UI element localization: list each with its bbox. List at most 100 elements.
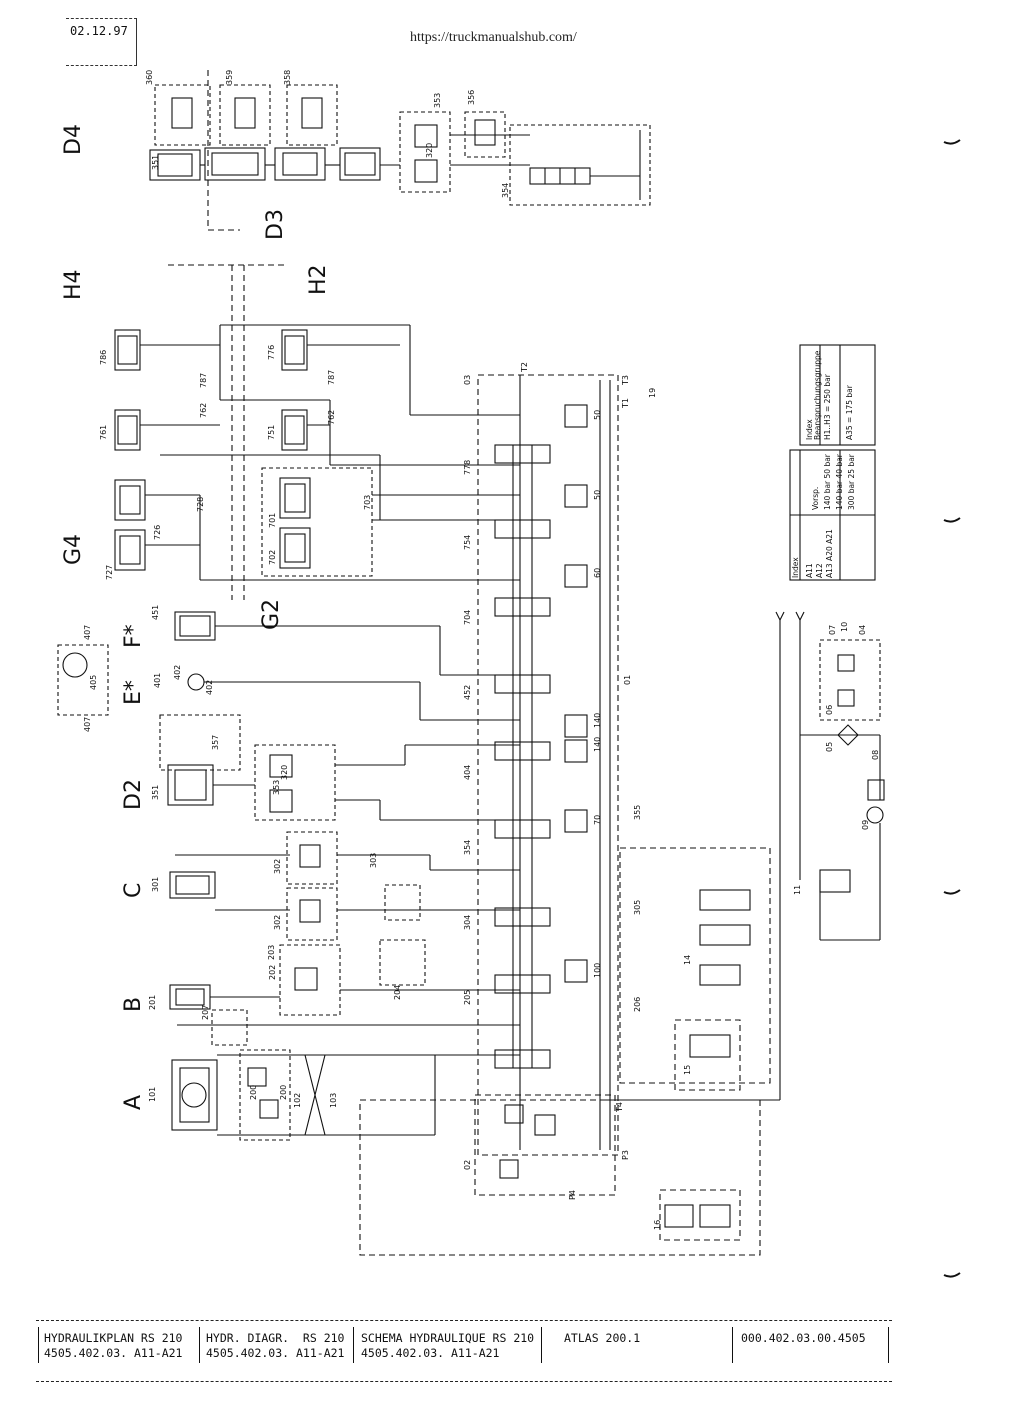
title-block-divider — [353, 1327, 354, 1363]
index-table-frame — [789, 344, 876, 581]
source-url: https://truckmanualshub.com/ — [410, 30, 577, 45]
port-t4: T4 — [615, 1102, 624, 1113]
component-203: 203 — [267, 945, 276, 960]
title-en-code: 4505.402.03. A11-A21 — [206, 1346, 345, 1360]
punch-mark-1 — [943, 139, 961, 145]
component-07: 07 — [828, 625, 837, 635]
index-table-title: Index — [805, 419, 814, 440]
component-754: 754 — [463, 535, 472, 550]
component-452: 452 — [463, 685, 472, 700]
component-405: 405 — [89, 675, 98, 690]
section-label-d3: D3 — [263, 209, 288, 240]
document-number: 000.402.03.00.4505 — [741, 1331, 866, 1345]
component-407-bottom: 407 — [83, 717, 92, 732]
valve-14-15 — [664, 889, 751, 1228]
title-fr: SCHEMA HYDRAULIQUE RS 210 4505.402.03. A… — [361, 1331, 534, 1361]
component-103: 103 — [329, 1093, 338, 1108]
d4-valve-internals — [171, 97, 641, 200]
component-726: 726 — [153, 525, 162, 540]
component-751: 751 — [267, 425, 276, 440]
component-354: 354 — [463, 840, 472, 855]
component-778: 778 — [463, 460, 472, 475]
d4-cylinder-group — [149, 147, 400, 181]
component-358: 358 — [283, 70, 292, 85]
vorsp-row-3-index: A13 A20 A21 — [825, 529, 834, 578]
component-19: 19 — [648, 388, 657, 398]
component-402-a: 402 — [173, 665, 182, 680]
component-360: 360 — [145, 70, 154, 85]
title-de-name: HYDRAULIKPLAN RS 210 — [44, 1331, 183, 1345]
component-305: 305 — [633, 900, 642, 915]
component-354-top: 354 — [501, 183, 510, 198]
component-200-b: 200 — [279, 1085, 288, 1100]
pressure-60: 60 — [593, 568, 602, 578]
component-359: 359 — [225, 70, 234, 85]
component-351-top: 351 — [151, 155, 160, 170]
pressure-70: 70 — [593, 815, 602, 825]
component-451: 451 — [151, 605, 160, 620]
title-en-name: HYDR. DIAGR. RS 210 — [206, 1331, 345, 1345]
section-label-f: F* — [121, 624, 146, 648]
component-16: 16 — [653, 1220, 662, 1230]
title-fr-name: SCHEMA HYDRAULIQUE RS 210 — [361, 1331, 535, 1345]
component-202: 202 — [268, 965, 277, 980]
component-201: 201 — [148, 995, 157, 1010]
port-t1: T1 — [621, 398, 630, 409]
component-01: 01 — [623, 675, 632, 685]
pressure-320-top: 320 — [425, 143, 434, 158]
punch-mark-4 — [943, 1272, 961, 1278]
valve-spools — [494, 444, 551, 1069]
component-11: 11 — [793, 885, 802, 895]
section-label-h4: H4 — [61, 269, 86, 300]
component-102: 102 — [293, 1093, 302, 1108]
a-group — [171, 1049, 520, 1141]
index-table-row-2: A35 = 175 bar — [845, 384, 854, 440]
component-703: 703 — [363, 495, 372, 510]
vorsp-row-1-value: 140 bar 50 bar — [823, 453, 832, 510]
component-04: 04 — [858, 625, 867, 635]
title-en: HYDR. DIAGR. RS 210 4505.402.03. A11-A21 — [206, 1331, 344, 1361]
bank-lines — [519, 375, 801, 1150]
b-group — [169, 939, 520, 1046]
component-704: 704 — [463, 610, 472, 625]
section-label-a: A — [121, 1095, 146, 1110]
component-206: 206 — [633, 997, 642, 1012]
title-block-divider — [38, 1327, 39, 1363]
section-label-e: E* — [121, 680, 146, 705]
component-404: 404 — [463, 765, 472, 780]
title-de: HYDRAULIKPLAN RS 210 4505.402.03. A11-A2… — [44, 1331, 182, 1361]
f-e-group — [57, 611, 520, 721]
vorsp-row-2-index: A12 — [815, 563, 824, 578]
section-label-d4: D4 — [61, 124, 86, 155]
title-block: HYDRAULIKPLAN RS 210 4505.402.03. A11-A2… — [36, 1320, 892, 1382]
index-table-subtitle: Beanspruchungsgruppe — [813, 350, 822, 440]
component-101: 101 — [148, 1087, 157, 1102]
component-762-right: 762 — [327, 410, 336, 425]
component-303: 303 — [369, 853, 378, 868]
component-09: 09 — [861, 820, 870, 830]
vorsp-row-2-value: 140 bar 40 bar — [835, 453, 844, 510]
component-762-left: 762 — [199, 403, 208, 418]
component-304: 304 — [463, 915, 472, 930]
component-728: 728 — [196, 497, 205, 512]
pressure-320-d2: 320 — [280, 765, 289, 780]
punch-mark-2 — [943, 517, 961, 523]
d3-lines — [168, 70, 285, 600]
component-702: 702 — [268, 550, 277, 565]
revision-date: 02.12.97 — [70, 24, 128, 38]
date-box — [66, 18, 137, 66]
pressure-100: 100 — [593, 963, 602, 978]
component-787-right: 787 — [327, 370, 336, 385]
component-06: 06 — [825, 705, 834, 715]
h-cylinders — [114, 324, 520, 466]
component-776: 776 — [267, 345, 276, 360]
component-10: 10 — [840, 622, 849, 632]
valve-bank — [359, 374, 771, 1256]
component-302-b: 302 — [273, 915, 282, 930]
title-fr-code: 4505.402.03. A11-A21 — [361, 1346, 500, 1360]
component-701: 701 — [268, 513, 277, 528]
title-block-divider — [888, 1327, 889, 1363]
title-block-divider — [199, 1327, 200, 1363]
component-761: 761 — [99, 425, 108, 440]
component-402-b: 402 — [205, 680, 214, 695]
